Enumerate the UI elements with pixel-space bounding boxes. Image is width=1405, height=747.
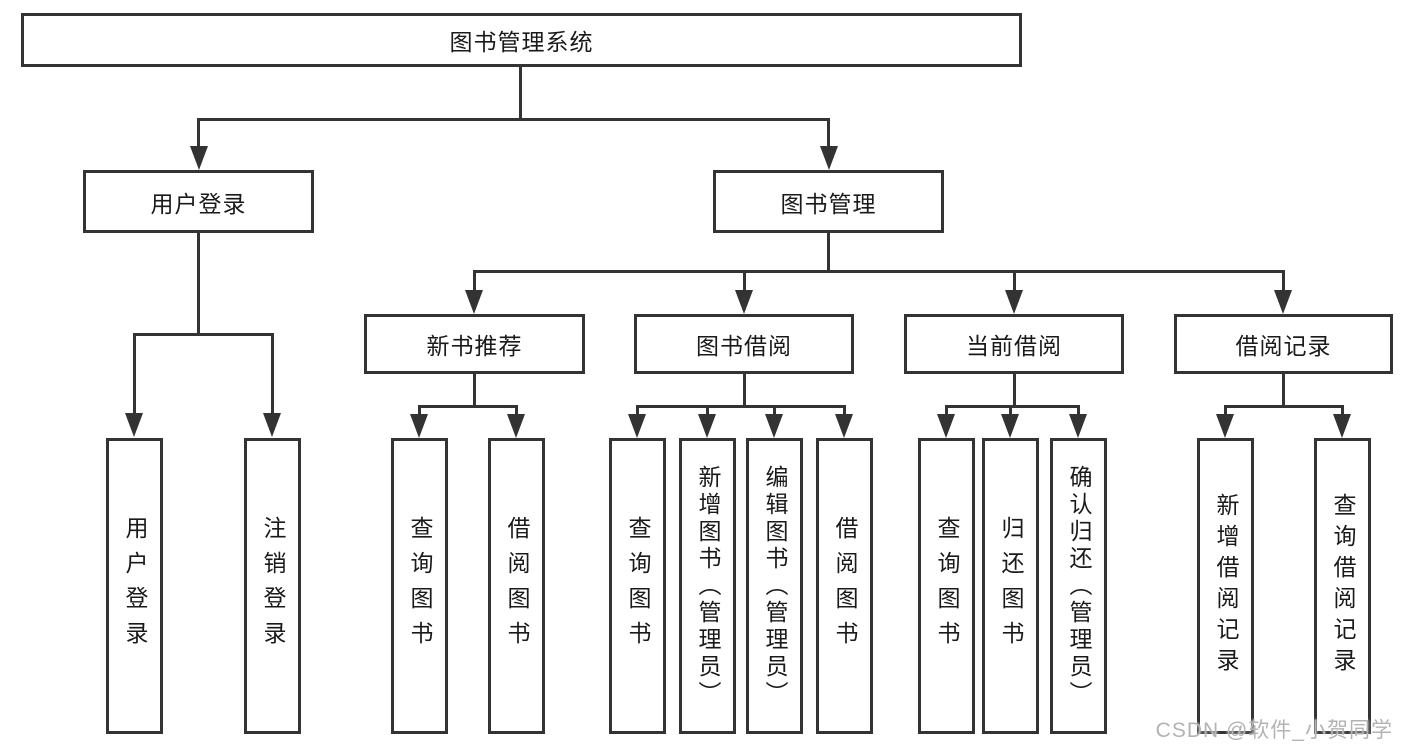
leaf-query-book-recommend: 查询图书 [391,438,448,734]
leaf-borrow-book: 借阅图书 [816,438,873,734]
watermark: CSDN @软件_小贺同学 [1155,719,1393,742]
arrow-down-icon-borrow-book-2 [835,414,853,438]
connector-line-book-borrow-stub [743,373,746,407]
connector-line-new-book-stub [473,373,476,407]
leaf-edit-book-admin: 编辑图书（管理员） [746,438,803,734]
leaf-query-book-current: 查询图书 [918,438,975,734]
leaf-query-book-borrow: 查询图书 [609,438,666,734]
leaf-add-book-admin: 新增图书（管理员） [679,438,736,734]
connector-line-drop-borrow-book-1 [515,405,518,416]
arrow-down-icon-add-book [698,414,716,438]
connector-line-root-stub [519,67,522,120]
leaf-return-book: 归还图书 [982,438,1039,734]
connector-line-user-login-branch [133,333,274,336]
leaf-borrow-book-recommend: 借阅图书 [488,438,545,734]
leaf-confirm-return-admin: 确认归还（管理员） [1050,438,1107,734]
connector-line-level2-branch [197,118,830,121]
arrow-down-icon-confirm-return [1069,414,1087,438]
connector-line-current-borrow-branch [945,405,1080,408]
connector-line-drop-add-record [1224,405,1227,416]
connector-line-borrow-records-branch [1224,405,1344,408]
connector-line-drop-book-management [827,118,830,148]
connector-line-drop-query-book-3 [945,405,948,416]
connector-line-drop-borrow-records [1282,270,1285,292]
connector-line-borrow-records-stub [1282,373,1285,407]
connector-line-drop-leaf-user-login [133,333,136,415]
arrow-down-icon-borrow-records [1274,290,1292,314]
arrow-down-icon-add-record [1216,414,1234,438]
arrow-down-icon-current-borrow [1005,290,1023,314]
leaf-add-borrow-record: 新增借阅记录 [1197,438,1254,734]
connector-line-drop-edit-book [773,405,776,416]
arrow-down-icon-book-management [820,146,838,170]
connector-line-drop-book-borrow [743,270,746,292]
arrow-down-icon-query-book-1 [410,414,428,438]
arrow-down-icon-user-login [190,146,208,170]
arrow-down-icon-book-borrow [735,290,753,314]
connector-line-new-book-branch [418,405,518,408]
connector-line-drop-user-login [197,118,200,148]
arrow-down-icon-query-book-3 [937,414,955,438]
arrow-down-icon-borrow-book-1 [507,414,525,438]
connector-line-drop-query-record [1341,405,1344,416]
node-library-system: 图书管理系统 [21,13,1022,67]
connector-line-drop-confirm-return [1077,405,1080,416]
connector-line-drop-query-book-1 [418,405,421,416]
connector-line-book-management-stub [827,233,830,272]
connector-line-drop-leaf-logout [271,333,274,415]
arrow-down-icon-query-book-2 [628,414,646,438]
connector-line-level3-branch [473,270,1285,273]
node-borrow-records: 借阅记录 [1174,314,1393,374]
connector-line-drop-query-book-2 [636,405,639,416]
arrow-down-icon-edit-book [765,414,783,438]
node-current-borrow: 当前借阅 [904,314,1124,374]
leaf-user-login: 用户登录 [106,438,163,734]
arrow-down-icon-return-book [1001,414,1019,438]
leaf-query-borrow-record: 查询借阅记录 [1314,438,1371,734]
connector-line-drop-current-borrow [1013,270,1016,292]
connector-line-user-login-stub [197,233,200,335]
node-new-book-recommend: 新书推荐 [364,314,585,374]
connector-line-drop-add-book [706,405,709,416]
arrow-down-icon-leaf-logout [263,413,281,437]
connector-line-book-borrow-branch [636,405,846,408]
leaf-logout-login: 注销登录 [244,438,301,734]
connector-line-current-borrow-stub [1013,373,1016,407]
node-book-borrow: 图书借阅 [634,314,854,374]
arrow-down-icon-query-record [1333,414,1351,438]
connector-line-drop-return-book [1009,405,1012,416]
node-user-login: 用户登录 [83,170,314,233]
arrow-down-icon-new-book [465,290,483,314]
node-book-management: 图书管理 [713,170,944,233]
arrow-down-icon-leaf-user-login [125,413,143,437]
connector-line-drop-borrow-book-2 [843,405,846,416]
connector-line-drop-new-book [473,270,476,292]
